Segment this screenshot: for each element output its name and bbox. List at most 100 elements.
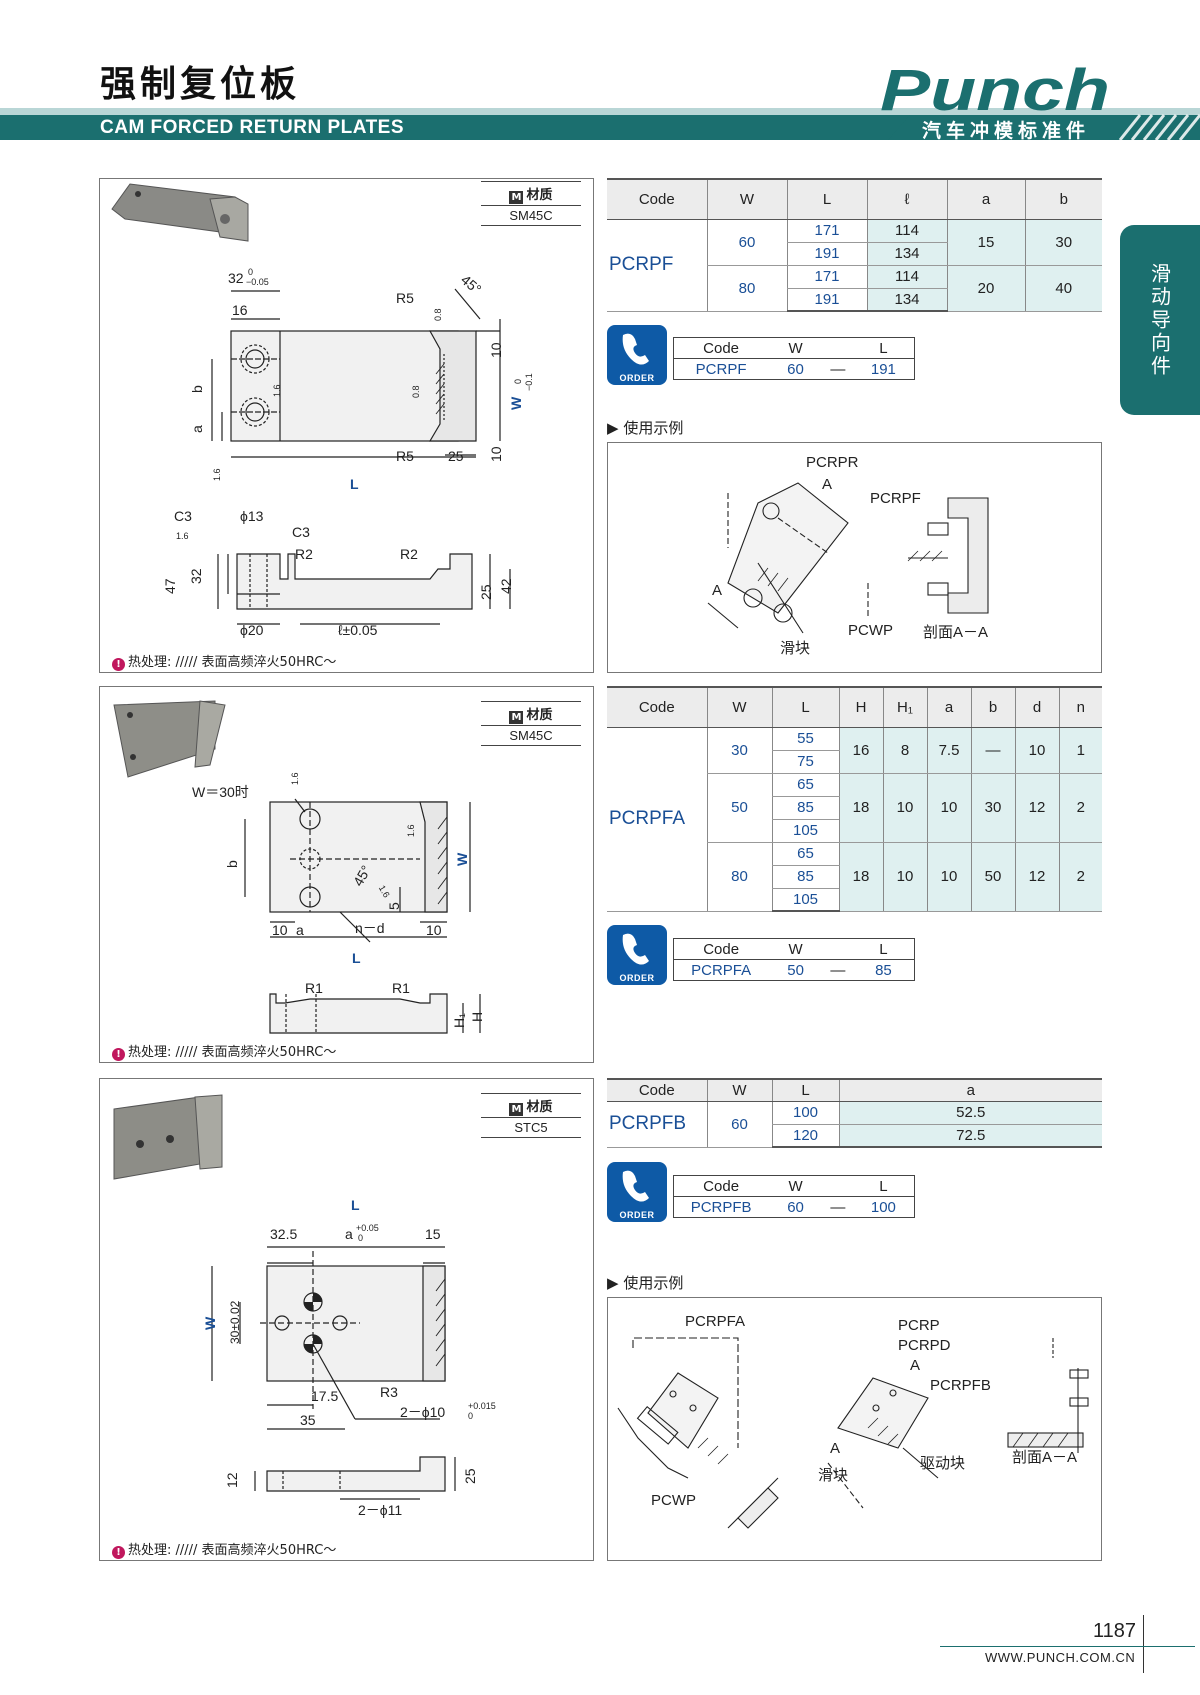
dim-H1: H₁	[451, 1013, 467, 1028]
svg-text:−0.1: −0.1	[524, 373, 534, 391]
svg-text:0.8: 0.8	[433, 308, 443, 321]
dim-a: a	[189, 425, 205, 433]
dim-r1-right: R1	[392, 980, 410, 996]
dim-10-left: 10	[272, 922, 288, 938]
dim-45deg: 45°	[458, 271, 485, 297]
dim-25-side: 25	[478, 584, 494, 600]
drawing-pcrpfa: W＝30时 1.6 1.6 b W 45° 1.6 5 10 a n－d 10 …	[113, 700, 485, 1034]
dim-12: 12	[224, 1472, 240, 1488]
svg-text:0: 0	[468, 1411, 473, 1421]
footer-divider-vertical	[1143, 1615, 1144, 1673]
dim-L-3: L	[351, 1197, 360, 1213]
note-w30: W＝30时	[192, 784, 249, 800]
drawing-pcrpfb: L 32.5 a +0.05 0 15 W 30±0.02 17.5 R3 35…	[113, 1094, 496, 1518]
dim-a-tol: a	[345, 1226, 353, 1242]
info-icon: !	[112, 1048, 125, 1061]
table-row: PCRPF 60 171 114 15 30	[607, 219, 1102, 312]
order-icon[interactable]: ORDER	[607, 325, 667, 385]
code-pcrpfa: PCRPFA	[607, 727, 707, 912]
svg-text:A: A	[910, 1357, 920, 1374]
order-icon[interactable]: ORDER	[607, 925, 667, 985]
dim-r5-top: R5	[396, 290, 414, 306]
heat-treatment-note: !热处理: ///// 表面高频淬火50HRC～	[112, 1539, 336, 1559]
svg-text:0: 0	[248, 267, 253, 277]
table-row: 50 65 18 10 10 30 12 2	[607, 773, 1102, 843]
svg-text:A: A	[712, 582, 722, 599]
svg-text:PCRPFB: PCRPFB	[930, 1377, 991, 1394]
svg-text:PCRP: PCRP	[898, 1317, 940, 1334]
dim-25-3: 25	[462, 1468, 478, 1484]
heat-treatment-note: !热处理: ///// 表面高频淬火50HRC～	[112, 1041, 336, 1061]
dim-phi20: ϕ20	[240, 622, 264, 638]
logo-text: Punch	[880, 58, 1110, 123]
dim-30-tol: 30±0.02	[228, 1300, 242, 1344]
header-band-light	[0, 108, 1200, 115]
svg-text:滑块: 滑块	[818, 1467, 848, 1484]
dim-a-2: a	[296, 922, 304, 938]
dim-n-d: n－d	[355, 920, 385, 936]
dim-25: 25	[448, 448, 464, 464]
table-row: 120 72.5	[607, 1124, 1102, 1148]
svg-text:剖面A－A: 剖面A－A	[923, 624, 988, 641]
dim-w: W	[508, 396, 524, 410]
dim-15: 15	[425, 1226, 441, 1242]
usage-example-heading-1: ▶ 使用示例	[607, 419, 684, 437]
table-row: 105	[607, 888, 1102, 912]
table-row: PCRPFA 30 55 16 8 7.5 — 10 1	[607, 727, 1102, 912]
svg-text:A: A	[822, 476, 832, 493]
dim-L: L	[350, 476, 359, 492]
svg-text:0: 0	[358, 1233, 363, 1243]
svg-text:1.6: 1.6	[406, 824, 416, 837]
code-pcrpf: PCRPF	[607, 219, 707, 312]
side-tab-category[interactable]: 滑动导向件	[1120, 225, 1200, 415]
usage-example-pcrpfb: PCRPFA PCRP PCRPD A PCRPFB A 滑块 驱动块 剖面A－…	[607, 1297, 1102, 1561]
svg-text:驱动块: 驱动块	[920, 1455, 965, 1472]
page-title-en: CAM FORCED RETURN PLATES	[100, 117, 405, 138]
dim-32: 32	[228, 270, 244, 286]
dim-r2-left: R2	[295, 546, 313, 562]
svg-text:PCWP: PCWP	[651, 1492, 696, 1509]
svg-text:PCRPD: PCRPD	[898, 1337, 951, 1354]
dim-10-right: 10	[426, 922, 442, 938]
dim-b: b	[189, 385, 205, 393]
dim-r3: R3	[380, 1384, 398, 1400]
photo-pcrpfa	[113, 700, 226, 778]
dim-r1-left: R1	[305, 980, 323, 996]
table-row: 105	[607, 819, 1102, 843]
dim-35: 35	[300, 1412, 316, 1428]
svg-text:PCRPFA: PCRPFA	[685, 1313, 745, 1330]
photo-pcrpfb	[113, 1094, 223, 1180]
site-url[interactable]: WWW.PUNCH.COM.CN	[985, 1650, 1136, 1665]
table-row: 85	[607, 865, 1102, 889]
svg-text:0.8: 0.8	[411, 385, 421, 398]
svg-text:PCWP: PCWP	[848, 622, 893, 639]
svg-text:1.6: 1.6	[290, 772, 300, 785]
svg-text:+0.015: +0.015	[468, 1401, 496, 1411]
dim-32-side: 32	[188, 568, 204, 584]
svg-text:−0.05: −0.05	[246, 277, 269, 287]
logo-subtitle: 汽车冲模标准件	[922, 120, 1091, 142]
dim-17-5: 17.5	[311, 1388, 338, 1404]
dim-H: H	[469, 1012, 485, 1022]
table-row: 191 134	[607, 242, 1102, 266]
material-icon: M	[509, 191, 524, 204]
table-row: 80 65 18 10 10 50 12 2	[607, 842, 1102, 912]
svg-text:剖面A－A: 剖面A－A	[1012, 1449, 1077, 1466]
table-row: 85	[607, 796, 1102, 820]
photo-pcrpf	[111, 183, 249, 242]
order-icon[interactable]: ORDER	[607, 1162, 667, 1222]
dim-5: 5	[386, 902, 402, 910]
dim-32-5: 32.5	[270, 1226, 297, 1242]
dim-c3-right: C3	[292, 524, 310, 540]
footer-divider-horizontal	[940, 1646, 1195, 1647]
dim-10-top: 10	[488, 342, 504, 358]
info-icon: !	[112, 1546, 125, 1559]
